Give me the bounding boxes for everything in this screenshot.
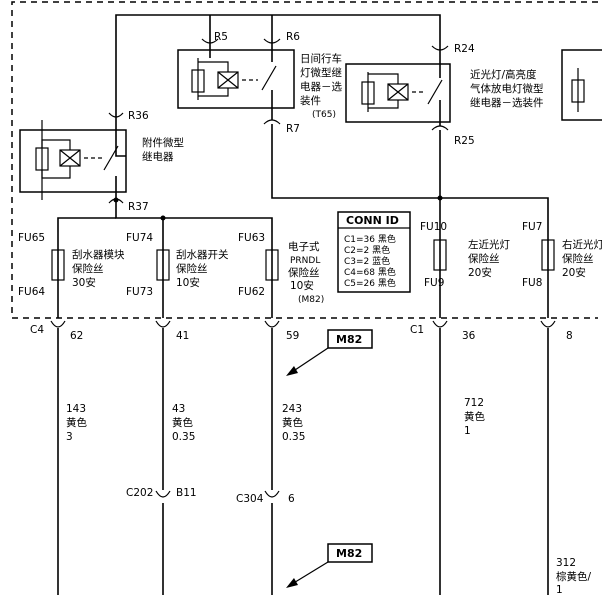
lowbeam-relay-label-line1: 近光灯/高亮度 <box>470 68 537 81</box>
fuse-prndl-label4: 10安 <box>290 279 314 292</box>
fuse-wiper-switch-label1: 刮水器开关 <box>176 248 229 261</box>
drl-relay-label-line3: 电器－选 <box>300 80 342 93</box>
conn-id-row-2: C2=2 黑色 <box>344 244 390 256</box>
lowbeam-relay-pin-bottom: R25 <box>454 135 475 147</box>
wire-143: 143 黄色 3 <box>57 328 87 595</box>
fuse-prndl: FU63 FU62 电子式 PRNDL 保险丝 10安 (M82) <box>238 232 324 318</box>
conn-id-table: CONN ID C1=36 黑色 C2=2 黑色 C3=2 蓝色 C4=68 黑… <box>337 211 411 293</box>
fuse-left-lowbeam-label3: 20安 <box>468 266 492 279</box>
fuse-prndl-label2: PRNDL <box>290 256 320 266</box>
wire-43: 43 黄色 0.35 C202 B11 <box>126 328 197 595</box>
lowbeam-relay-label-line2: 气体放电灯微型 <box>470 82 544 95</box>
fuse-right-lowbeam-top: FU7 <box>522 221 542 233</box>
connector-c1: C1 <box>410 324 424 336</box>
connector-c4-pin-62: 62 <box>70 330 83 342</box>
wire-143-color: 黄色 <box>66 416 87 429</box>
wire-712-color: 黄色 <box>464 410 485 423</box>
fuse-wiper-switch-label3: 10安 <box>176 276 200 289</box>
connector-c4-pin-41: 41 <box>176 330 189 342</box>
fuse-left-lowbeam: FU10 FU9 左近光灯 保险丝 20安 <box>420 221 510 318</box>
accessory-relay-label-line1: 附件微型 <box>142 136 184 149</box>
drl-relay-label-line2: 灯微型继 <box>300 66 342 79</box>
drl-relay-label-line1: 日间行车 <box>300 52 342 65</box>
ref-box-lower: M82 <box>286 543 373 588</box>
fuse-prndl-note: (M82) <box>298 295 324 305</box>
fuse-wiper-switch-top: FU74 <box>126 232 153 244</box>
drl-relay: R5 R6 R7 日间行车 灯微型继 电器－选 装件 (T65) <box>177 31 440 199</box>
connector-c304-pin: 6 <box>288 493 295 505</box>
lowbeam-relay: R24 R25 近光灯/高亮度 气体放电灯微型 继电器－选装件 <box>345 42 549 232</box>
fuse-wiper-module-bottom: FU64 <box>18 286 45 298</box>
accessory-relay-pin-bottom: R37 <box>128 201 149 213</box>
fuse-right-lowbeam-label1: 右近光灯 <box>562 238 602 251</box>
conn-id-row-1: C1=36 黑色 <box>344 233 396 245</box>
fuse-wiper-switch-bottom: FU73 <box>126 286 153 298</box>
conn-id-row-3: C3=2 蓝色 <box>344 255 390 267</box>
fuse-right-lowbeam-bottom: FU8 <box>522 277 542 289</box>
wire-712-gauge: 1 <box>464 425 471 437</box>
ref-box-upper-label: M82 <box>336 333 362 346</box>
wire-43-color: 黄色 <box>172 416 193 429</box>
connector-c202-pin: B11 <box>176 487 197 499</box>
drl-relay-pin-c: R7 <box>286 123 300 135</box>
partial-relay-right <box>561 49 602 121</box>
connector-c4-pin-59: 59 <box>286 330 299 342</box>
wire-143-gauge: 3 <box>66 431 73 443</box>
power-bus <box>115 14 441 116</box>
ref-box-lower-label: M82 <box>336 547 362 560</box>
connector-c202: C202 <box>126 487 153 499</box>
connector-c1-pin-8: 8 <box>566 330 573 342</box>
conn-id-row-5: C5=26 黑色 <box>344 277 396 289</box>
wire-243-color: 黄色 <box>282 416 303 429</box>
fuse-wiper-module-label2: 保险丝 <box>72 262 104 275</box>
fuse-wiper-module: FU65 FU64 刮水器模块 保险丝 30安 <box>18 232 125 318</box>
wire-312-gauge: 1 <box>556 584 563 595</box>
fuse-left-lowbeam-label1: 左近光灯 <box>468 238 510 251</box>
wire-312-circuit: 312 <box>556 557 576 569</box>
fuse-prndl-bottom: FU62 <box>238 286 265 298</box>
wire-243-gauge: 0.35 <box>282 431 305 443</box>
accessory-relay-pin-top: R36 <box>128 110 149 122</box>
connector-row: C4 62 41 59 C1 36 8 <box>30 320 573 342</box>
accessory-relay: R36 R37 附件微型 继电器 <box>19 110 273 232</box>
fuse-wiper-switch-label2: 保险丝 <box>176 262 208 275</box>
wire-712: 712 黄色 1 <box>439 328 485 595</box>
conn-id-title: CONN ID <box>346 214 399 227</box>
fuse-wiper-module-top: FU65 <box>18 232 45 244</box>
wire-143-circuit: 143 <box>66 403 86 415</box>
fuse-prndl-label3: 保险丝 <box>288 266 320 279</box>
wire-43-gauge: 0.35 <box>172 431 195 443</box>
drl-relay-pin-b: R6 <box>286 31 300 43</box>
fuse-wiper-module-label3: 30安 <box>72 276 96 289</box>
drl-relay-note: (T65) <box>312 110 336 120</box>
ref-box-upper: M82 <box>286 329 373 376</box>
accessory-relay-label-line2: 继电器 <box>142 150 174 163</box>
conn-id-row-4: C4=68 黑色 <box>344 266 396 278</box>
wire-712-circuit: 712 <box>464 397 484 409</box>
wire-312: 312 棕黄色/ 1 <box>547 328 591 595</box>
lowbeam-relay-pin-top: R24 <box>454 43 475 55</box>
fuse-left-lowbeam-top: FU10 <box>420 221 447 233</box>
fuse-prndl-top: FU63 <box>238 232 265 244</box>
wire-243-circuit: 243 <box>282 403 302 415</box>
fuse-right-lowbeam-label3: 20安 <box>562 266 586 279</box>
fuse-left-lowbeam-bottom: FU9 <box>424 277 444 289</box>
connector-c1-pin-36: 36 <box>462 330 476 342</box>
wire-43-circuit: 43 <box>172 403 185 415</box>
connector-c304: C304 <box>236 493 264 505</box>
fuse-left-lowbeam-label2: 保险丝 <box>468 252 500 265</box>
fuse-prndl-label1: 电子式 <box>288 240 320 253</box>
fuse-wiper-module-label1: 刮水器模块 <box>72 248 125 261</box>
drl-relay-label-line4: 装件 <box>300 94 321 107</box>
fuse-right-lowbeam: FU7 FU8 右近光灯 保险丝 20安 <box>522 221 602 318</box>
wire-243: 243 黄色 0.35 C304 6 <box>236 328 305 595</box>
wire-312-color: 棕黄色/ <box>556 570 591 583</box>
lowbeam-relay-label-line3: 继电器－选装件 <box>470 96 544 109</box>
drl-relay-pin-a: R5 <box>214 31 228 43</box>
fuse-wiper-switch: FU74 FU73 刮水器开关 保险丝 10安 <box>126 232 229 318</box>
connector-c4: C4 <box>30 324 44 336</box>
fuse-right-lowbeam-label2: 保险丝 <box>562 252 594 265</box>
